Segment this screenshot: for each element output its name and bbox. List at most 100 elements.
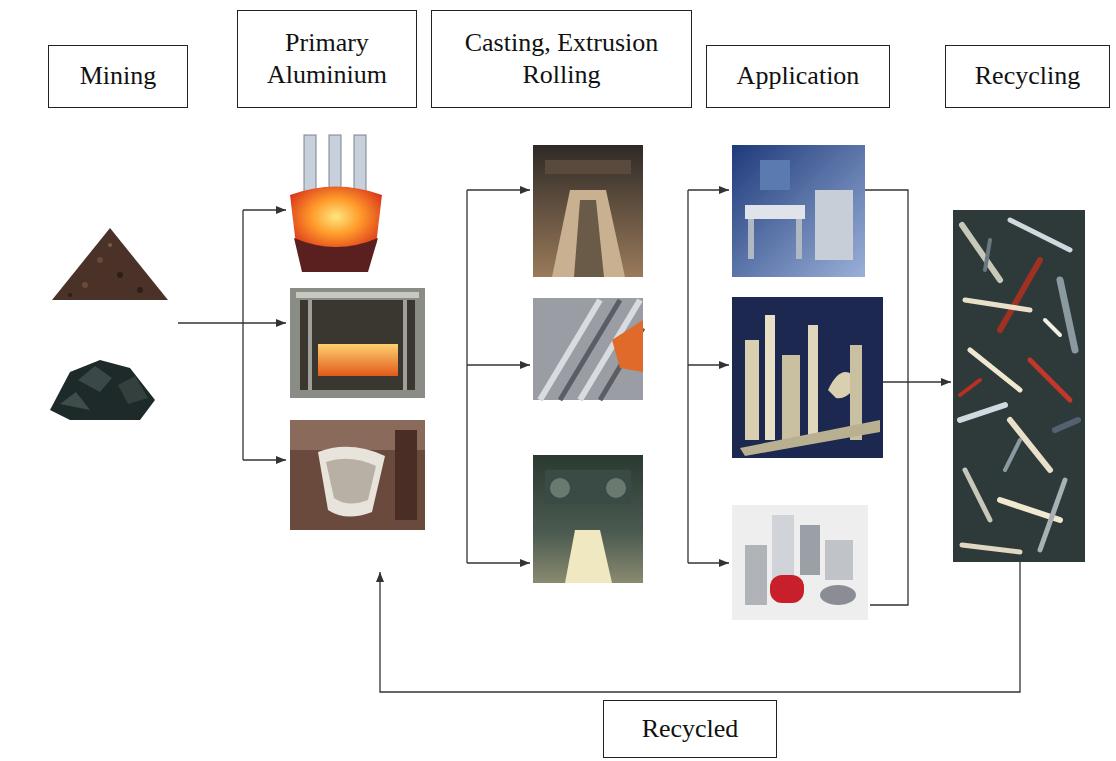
cans-picture bbox=[745, 545, 767, 605]
scrap-picture bbox=[965, 300, 1030, 310]
scrap-picture bbox=[960, 380, 980, 395]
scrap-picture bbox=[1030, 360, 1070, 400]
flow-arrows bbox=[380, 562, 1020, 692]
stage-heading-box: Casting, Extrusion Rolling bbox=[431, 10, 692, 108]
office-furniture-picture bbox=[815, 190, 853, 260]
scrap-picture bbox=[1055, 420, 1078, 430]
scrap-picture bbox=[985, 240, 990, 270]
furnace-picture bbox=[308, 300, 312, 390]
extrusion-picture bbox=[533, 298, 643, 400]
coal-pile bbox=[78, 366, 112, 392]
flow-arrows bbox=[688, 189, 729, 190]
scrap-picture bbox=[1060, 280, 1075, 350]
ore-pile bbox=[82, 282, 88, 288]
profiles-picture bbox=[732, 297, 883, 458]
scrap-picture bbox=[962, 225, 1000, 280]
scrap-picture bbox=[965, 470, 990, 520]
profiles-picture bbox=[765, 315, 775, 440]
flow-arrows bbox=[243, 209, 286, 210]
coal-pile bbox=[60, 392, 90, 410]
scrap-picture bbox=[1045, 320, 1060, 335]
rolling-mill-picture bbox=[533, 455, 643, 583]
scrap-picture bbox=[1040, 480, 1065, 550]
ladle-picture bbox=[318, 447, 385, 517]
ore-pile bbox=[137, 287, 143, 293]
office-furniture-picture bbox=[745, 205, 805, 219]
coal-pile bbox=[50, 360, 155, 420]
casting-picture bbox=[533, 145, 643, 277]
cans-picture bbox=[770, 575, 804, 603]
flow-arrows bbox=[865, 190, 908, 605]
scrap-picture bbox=[953, 210, 1085, 562]
casting-picture bbox=[552, 190, 625, 277]
flow-arrows bbox=[178, 322, 243, 323]
office-furniture-picture bbox=[748, 219, 754, 259]
ore-pile bbox=[108, 243, 112, 247]
smelter-cell-picture bbox=[329, 135, 341, 195]
rolling-mill-picture bbox=[550, 478, 570, 498]
flow-arrows bbox=[243, 459, 286, 460]
stage-heading-box: Primary Aluminium bbox=[237, 10, 417, 108]
ladle-picture bbox=[326, 459, 376, 504]
label-box: Recycled bbox=[603, 700, 777, 758]
extrusion-picture bbox=[612, 320, 643, 372]
flow-arrows bbox=[242, 210, 243, 460]
stage-heading-box: Application bbox=[706, 45, 890, 108]
box-text: Recycling bbox=[975, 60, 1080, 93]
flow-arrows bbox=[687, 190, 688, 563]
office-furniture-picture bbox=[760, 160, 790, 190]
cans-picture bbox=[800, 525, 820, 575]
flow-arrows bbox=[466, 190, 467, 563]
ore-pile bbox=[97, 257, 103, 263]
flow-arrows bbox=[243, 322, 286, 323]
smelter-cell-picture bbox=[294, 238, 378, 272]
flow-arrows bbox=[178, 190, 1020, 692]
coal-pile bbox=[50, 360, 155, 420]
profiles-picture bbox=[782, 355, 800, 440]
profiles-picture bbox=[745, 340, 759, 440]
office-furniture-picture bbox=[796, 219, 802, 259]
ladle-picture bbox=[395, 430, 417, 520]
flow-arrows bbox=[467, 189, 530, 190]
extrusion-picture bbox=[533, 298, 643, 400]
rolling-mill-picture bbox=[565, 530, 612, 583]
profiles-picture bbox=[740, 420, 880, 456]
flow-arrows bbox=[883, 381, 951, 382]
scrap-picture bbox=[1000, 260, 1040, 330]
smelter-cell-picture bbox=[354, 135, 366, 195]
scrap-picture bbox=[1010, 220, 1070, 250]
cans-picture bbox=[820, 585, 856, 605]
rolling-mill-picture bbox=[533, 455, 643, 583]
flow-arrows bbox=[688, 562, 729, 563]
flow-arrows bbox=[688, 364, 729, 365]
profiles-picture bbox=[732, 297, 883, 458]
cans-picture bbox=[825, 540, 853, 580]
scrap-picture bbox=[962, 545, 1020, 552]
box-text: Primary Aluminium bbox=[246, 27, 408, 92]
profiles-picture bbox=[808, 325, 818, 440]
box-text: Recycled bbox=[642, 713, 739, 746]
rolling-mill-picture bbox=[545, 470, 631, 504]
ladle-picture bbox=[290, 420, 425, 530]
flow-arrows bbox=[467, 562, 530, 563]
smelter-cell-picture bbox=[290, 135, 382, 272]
stage-heading-box: Recycling bbox=[945, 45, 1110, 108]
cans-picture bbox=[772, 515, 794, 585]
cans-picture bbox=[732, 505, 868, 620]
casting-picture bbox=[574, 200, 604, 277]
rolling-mill-picture bbox=[606, 478, 626, 498]
furnace-picture bbox=[290, 288, 425, 398]
scrap-picture bbox=[960, 220, 1078, 552]
furnace-picture bbox=[403, 300, 407, 390]
furnace-picture bbox=[318, 344, 398, 376]
casting-picture bbox=[533, 145, 643, 277]
furnace-picture bbox=[296, 292, 419, 298]
box-text: Application bbox=[737, 60, 860, 93]
scrap-picture bbox=[960, 405, 1005, 420]
ore-pile bbox=[52, 228, 168, 300]
flow-arrows bbox=[467, 364, 530, 365]
scrap-picture bbox=[953, 210, 1085, 562]
ladle-picture bbox=[290, 420, 425, 530]
